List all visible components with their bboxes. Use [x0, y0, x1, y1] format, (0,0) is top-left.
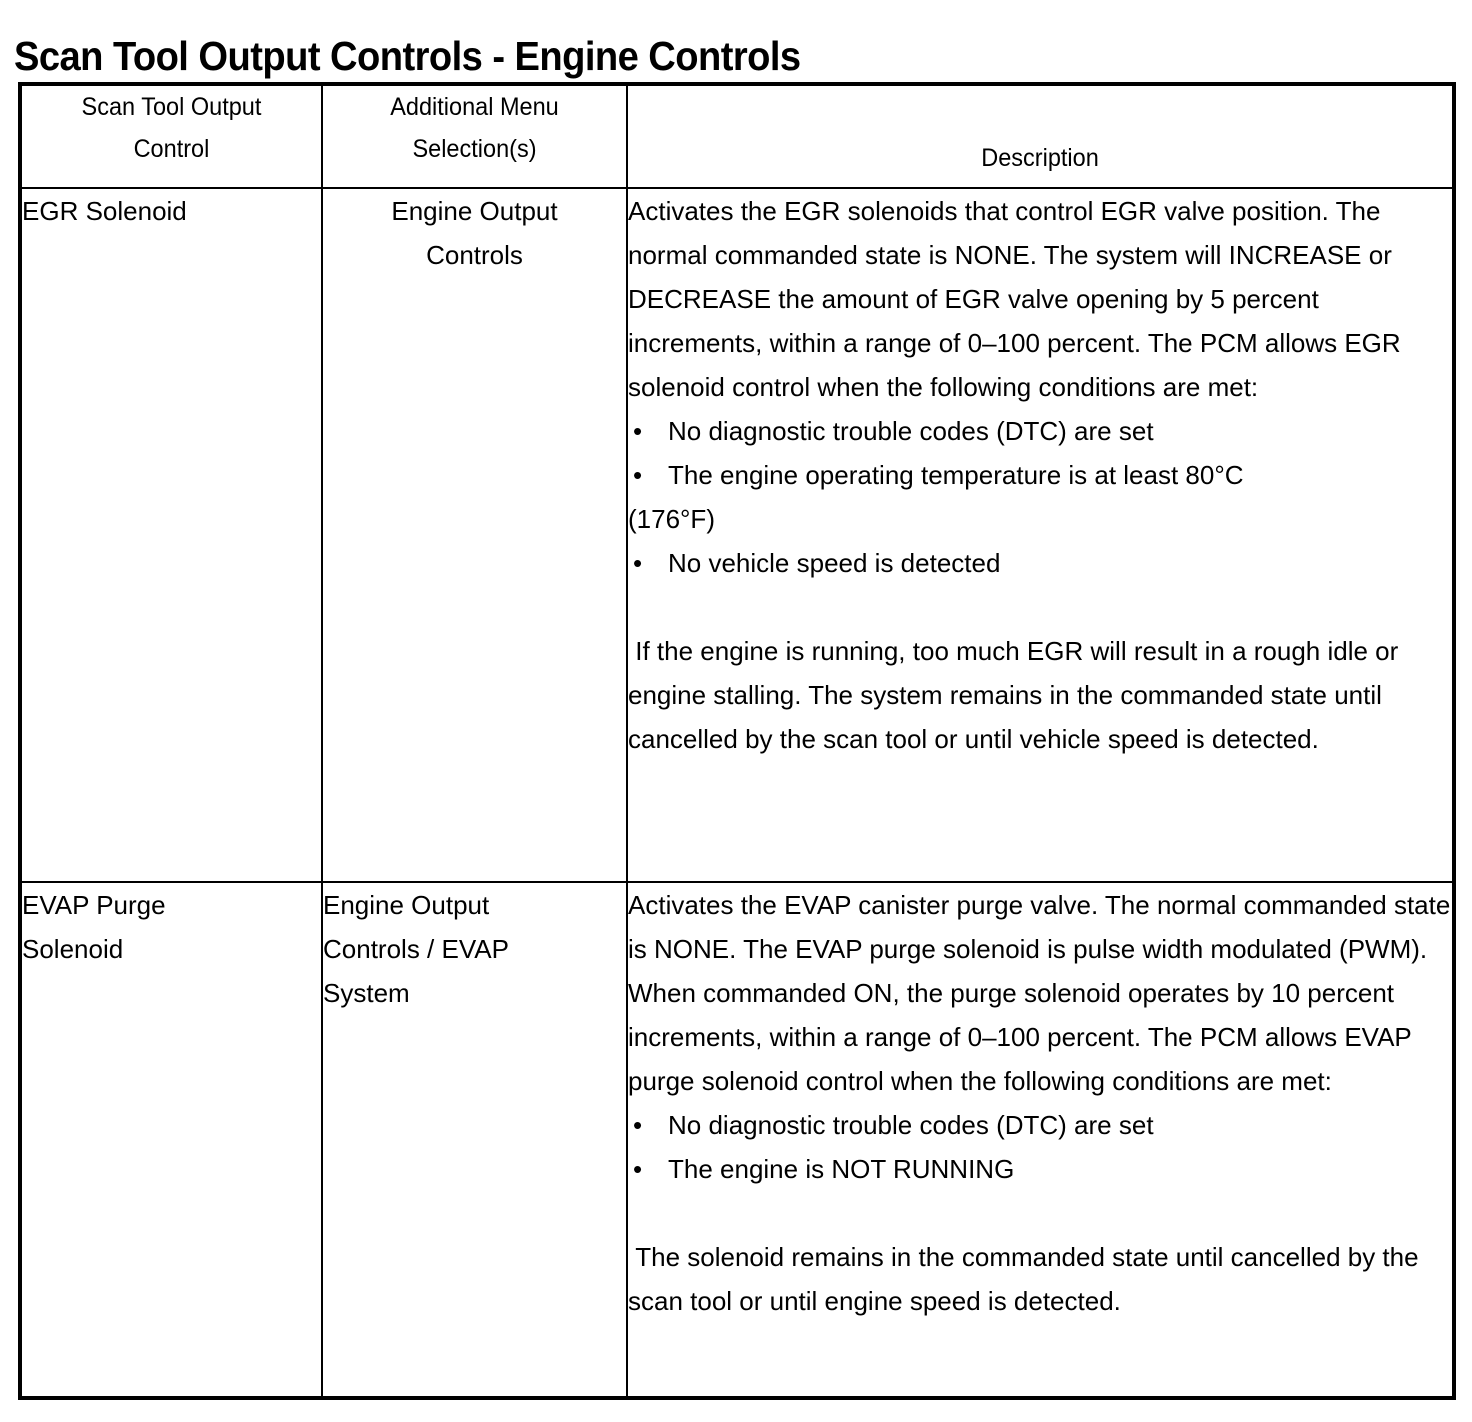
menu-selection-line-2: Controls	[426, 240, 523, 270]
paragraph-spacer	[628, 585, 1452, 629]
list-item-label: No diagnostic trouble codes (DTC) are se…	[668, 1110, 1154, 1140]
menu-selection-line-1: Engine Output	[391, 196, 558, 226]
table-row: EVAP Purge Solenoid Engine Output Contro…	[19, 881, 1455, 1399]
description-closing-paragraph: The solenoid remains in the commanded st…	[628, 1242, 1419, 1316]
conditions-list: • No diagnostic trouble codes (DTC) are …	[628, 1103, 1452, 1191]
cell-description: Activates the EVAP canister purge valve.…	[626, 881, 1455, 1399]
column-header-description: Description	[650, 83, 1431, 189]
list-item-label: The engine operating temperature is at l…	[668, 460, 1244, 490]
column-header-line-2: Selection(s)	[412, 135, 537, 163]
bullet-icon: •	[633, 548, 643, 578]
table-row: EGR Solenoid Engine Output Controls Acti…	[19, 187, 1455, 883]
bullet-continuation-text: (176°F)	[628, 504, 715, 534]
cell-description: Activates the EGR solenoids that control…	[626, 187, 1455, 883]
description-closing-paragraph: If the engine is running, too much EGR w…	[628, 636, 1399, 754]
description-intro-paragraph: Activates the EVAP canister purge valve.…	[628, 890, 1451, 1096]
column-header-line-2: Control	[133, 135, 210, 163]
list-item-label: The engine is NOT RUNNING	[668, 1154, 1015, 1184]
bullet-icon: •	[633, 1110, 643, 1140]
paragraph-spacer	[628, 1191, 1452, 1235]
column-header-line-1: Scan Tool Output	[81, 93, 262, 121]
scan-tool-output-controls-table: Scan Tool Output Control Additional Menu…	[18, 82, 1456, 1400]
menu-selection-line-3: System	[323, 978, 410, 1008]
description-intro-paragraph: Activates the EGR solenoids that control…	[628, 196, 1401, 402]
list-item: • No diagnostic trouble codes (DTC) are …	[628, 1103, 1452, 1147]
control-name-line-1: EVAP Purge	[22, 890, 166, 920]
cell-menu-selection: Engine Output Controls / EVAP System	[321, 881, 628, 1399]
list-item: • The engine operating temperature is at…	[628, 453, 1452, 497]
control-name-line-2: Solenoid	[22, 934, 124, 964]
bullet-icon: •	[633, 416, 643, 446]
table-header-row: Scan Tool Output Control Additional Menu…	[20, 83, 1454, 189]
column-header-line-1: Additional Menu	[390, 93, 559, 121]
table-header: Scan Tool Output Control Additional Menu…	[20, 83, 1454, 189]
list-item: • The engine is NOT RUNNING	[628, 1147, 1452, 1191]
list-item-label: No vehicle speed is detected	[668, 548, 1001, 578]
cell-menu-selection: Engine Output Controls	[321, 187, 628, 883]
bullet-icon: •	[633, 1154, 643, 1184]
menu-selection-line-1: Engine Output	[323, 890, 490, 920]
cell-control-name: EGR Solenoid	[19, 187, 323, 883]
column-header-scan-tool-output-control: Scan Tool Output Control	[28, 83, 314, 189]
table-body: EGR Solenoid Engine Output Controls Acti…	[19, 187, 1455, 1399]
list-item-label: No diagnostic trouble codes (DTC) are se…	[668, 416, 1154, 446]
column-header-line-1: Description	[981, 144, 1099, 172]
list-item: • No vehicle speed is detected	[628, 541, 1452, 585]
bullet-icon: •	[633, 460, 643, 490]
conditions-list-continued: • No vehicle speed is detected	[628, 541, 1452, 585]
list-item: • No diagnostic trouble codes (DTC) are …	[628, 409, 1452, 453]
conditions-list: • No diagnostic trouble codes (DTC) are …	[628, 409, 1452, 497]
column-header-additional-menu-selections: Additional Menu Selection(s)	[330, 83, 619, 189]
page-title: Scan Tool Output Controls - Engine Contr…	[14, 33, 801, 80]
menu-selection-line-2: Controls / EVAP	[323, 934, 509, 964]
cell-control-name: EVAP Purge Solenoid	[19, 881, 323, 1399]
